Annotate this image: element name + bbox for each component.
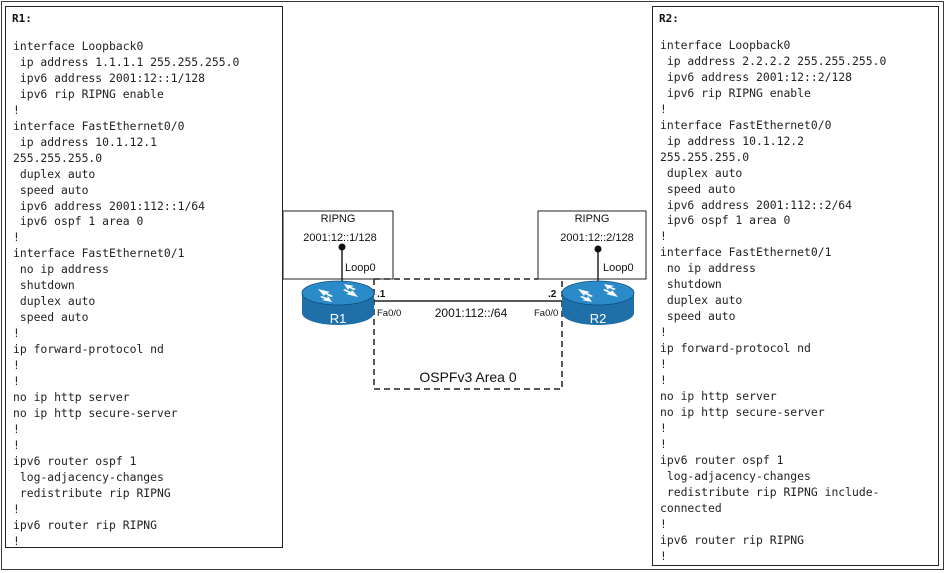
r2-config-line: ipv6 router rip RIPNG: [660, 532, 805, 547]
link-subnet-label: 2001:112::/64: [435, 306, 508, 320]
r2-config-line: !: [660, 373, 667, 388]
r2-router-arrows-icon: [578, 284, 618, 302]
r1-config-line: ipv6 address 2001:112::1/64: [13, 198, 206, 213]
ospf-area-label: OSPFv3 Area 0: [419, 369, 516, 385]
r1-router-icon: [301, 280, 375, 325]
r2-config-line: no ip http secure-server: [660, 404, 825, 419]
r1-config-line: !: [13, 421, 20, 436]
r1-interface-label: Fa0/0: [377, 308, 401, 319]
r2-config-line: ipv6 rip RIPNG enable: [660, 85, 811, 100]
r2-config-title: R2:: [659, 12, 679, 25]
r1-config-line: ipv6 address 2001:12::1/128: [13, 70, 206, 85]
r2-router-top: [561, 280, 635, 306]
r1-router-top: [301, 280, 375, 306]
r1-loopback-interface: Loop0: [345, 262, 376, 274]
r1-config-line: ipv6 ospf 1 area 0: [13, 214, 144, 229]
r1-config-line: !: [13, 533, 20, 548]
r1-config-line: !: [13, 358, 20, 373]
r1-loopback-address: 2001:12::1/128: [303, 232, 376, 244]
r2-config-line: ip forward-protocol nd: [660, 341, 811, 356]
r1-config-line: ip address 1.1.1.1 255.255.255.0: [13, 54, 240, 69]
r2-config-line: speed auto: [660, 181, 736, 196]
r1-config-line: !: [13, 501, 20, 516]
r1-config-line: speed auto: [13, 182, 89, 197]
r2-config-line: !: [660, 229, 667, 244]
r2-config-line: no ip http server: [660, 388, 777, 403]
r1-config-line: duplex auto: [13, 166, 96, 181]
r2-config-line: 255.255.255.0: [660, 149, 750, 164]
r1-host-id: .1: [377, 289, 386, 300]
r1-ripng-label: RIPNG: [321, 213, 356, 225]
r2-config-line: interface Loopback0: [660, 38, 791, 52]
r2-config-line: ipv6 address 2001:12::2/128: [660, 69, 853, 84]
r1-config-line: !: [13, 230, 20, 245]
r1-config-line: duplex auto: [13, 294, 96, 309]
r1-config-line: log-adjacency-changes: [13, 469, 164, 484]
r2-router-label: R2: [590, 311, 607, 326]
r2-config-line: no ip address: [660, 261, 757, 276]
r1-config-line: speed auto: [13, 310, 89, 325]
ospf-area-boundary: [373, 279, 563, 390]
r1-config-line: ip forward-protocol nd: [13, 342, 164, 357]
r1-router-arrows-icon: [318, 284, 358, 302]
r1-config-line: ipv6 router ospf 1: [13, 453, 137, 468]
r2-config-line: interface FastEthernet0/1: [660, 245, 832, 260]
r2-config-line: !: [660, 516, 667, 531]
r2-config-line: log-adjacency-changes: [660, 468, 811, 483]
r1-config-line: no ip address: [13, 262, 110, 277]
r2-config-line: speed auto: [660, 309, 736, 324]
r2-config-line: interface FastEthernet0/0: [660, 117, 832, 132]
r1-loopback-dot: [338, 243, 346, 251]
r1-config-line: interface FastEthernet0/0: [13, 118, 185, 133]
r1-config-line: no ip http secure-server: [13, 405, 178, 420]
r2-loopback-address: 2001:12::2/128: [560, 232, 633, 244]
r2-config-line: ip address 10.1.12.2: [660, 133, 805, 148]
r1-ripng-box: [282, 210, 394, 280]
r2-config-line: ipv6 address 2001:112::2/64: [660, 197, 853, 212]
r2-config-line: ipv6 ospf 1 area 0: [660, 213, 791, 228]
r1-config-line: !: [13, 437, 20, 452]
r1-config-line: no ip http server: [13, 389, 130, 404]
r1-config-line: interface FastEthernet0/1: [13, 246, 185, 261]
r1-config-line: ipv6 rip RIPNG enable: [13, 86, 164, 101]
r2-config-lines: interface Loopback0 ip address 2.2.2.2 2…: [660, 38, 886, 564]
r2-config-line: connected: [660, 500, 722, 515]
r2-ripng-box: [537, 210, 647, 280]
r1-config-title: R1:: [12, 12, 32, 25]
r1-router-label: R1: [330, 311, 347, 326]
r2-config-box: R2: interface Loopback0 ip address 2.2.2…: [652, 6, 939, 566]
r1-config-line: ipv6 router rip RIPNG: [13, 517, 158, 532]
r2-config-line: ip address 2.2.2.2 255.255.255.0: [660, 53, 887, 68]
r2-config-line: redistribute rip RIPNG include-: [660, 484, 880, 499]
r2-interface-label: Fa0/0: [534, 308, 558, 319]
r2-ripng-label: RIPNG: [575, 213, 610, 225]
r1-config-line: !: [13, 374, 20, 389]
r2-config-line: !: [660, 101, 667, 116]
r2-config-line: duplex auto: [660, 165, 743, 180]
r2-config-line: !: [660, 325, 667, 340]
r2-router-icon: [561, 280, 635, 325]
r1-config-line: redistribute rip RIPNG: [13, 485, 171, 500]
r1-config-line: shutdown: [13, 278, 75, 293]
r2-config-line: !: [660, 436, 667, 451]
r2-config-line: !: [660, 420, 667, 435]
r2-config-line: duplex auto: [660, 293, 743, 308]
r1-config-line: interface Loopback0: [13, 39, 144, 53]
r2-config-line: !: [660, 357, 667, 372]
r2-loopback-dot: [594, 245, 602, 253]
r2-loopback-interface: Loop0: [603, 262, 634, 274]
r1-config-line: !: [13, 326, 20, 341]
r2-host-id: .2: [548, 289, 557, 300]
r2-config-line: !: [660, 548, 667, 563]
r1-config-box: R1: interface Loopback0 ip address 1.1.1…: [5, 6, 283, 548]
r1-config-line: 255.255.255.0: [13, 150, 103, 165]
r2-config-line: ipv6 router ospf 1: [660, 452, 784, 467]
r1-config-line: !: [13, 102, 20, 117]
r1-config-line: ip address 10.1.12.1: [13, 134, 158, 149]
r2-config-line: shutdown: [660, 277, 722, 292]
r1-config-lines: interface Loopback0 ip address 1.1.1.1 2…: [13, 39, 239, 550]
